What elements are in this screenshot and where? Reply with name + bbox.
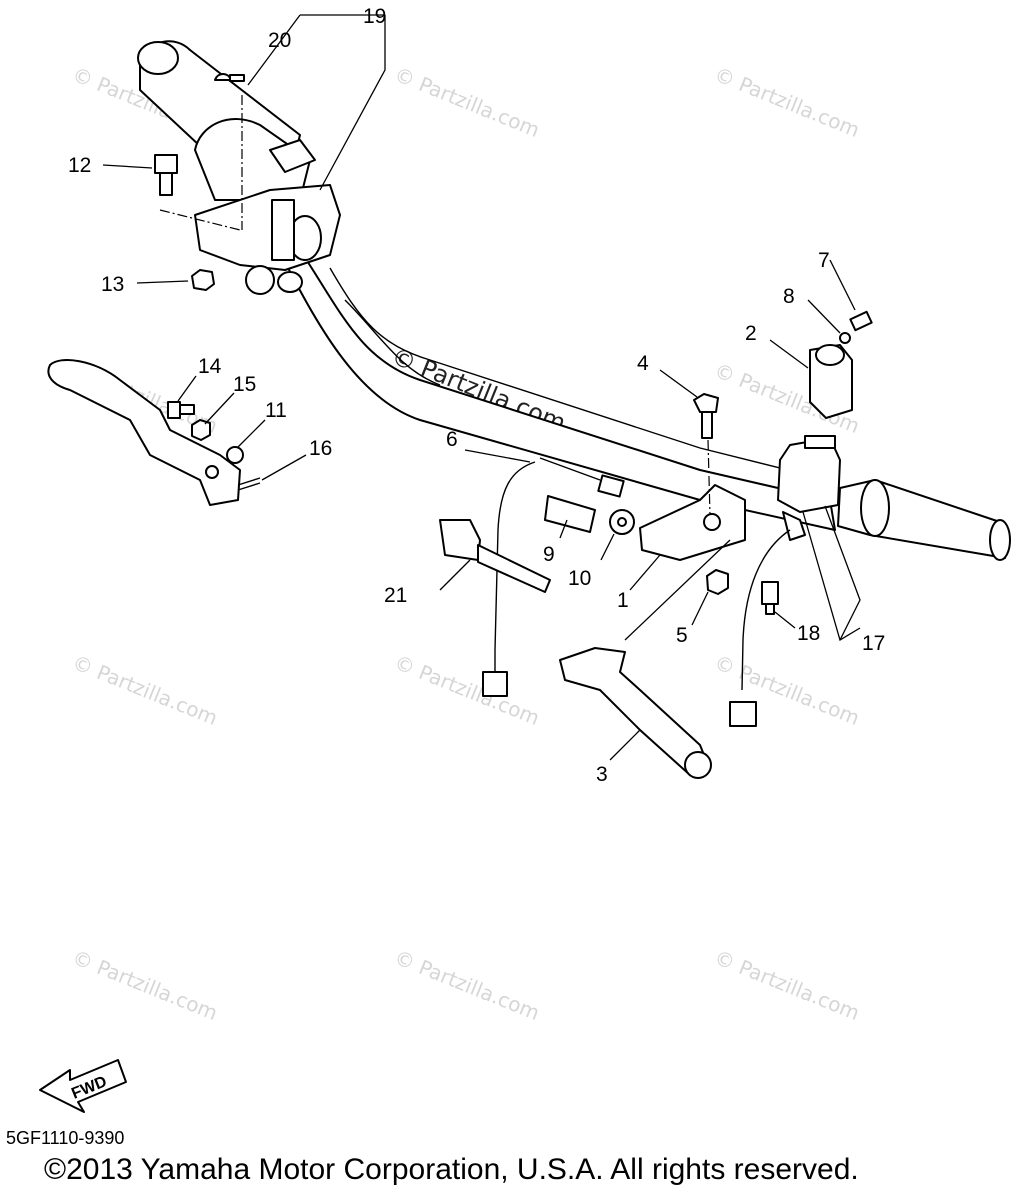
callout-20: 20 xyxy=(268,29,291,52)
handlebar xyxy=(284,249,836,531)
cable-6 xyxy=(482,457,625,697)
callout-1: 1 xyxy=(617,589,629,612)
callout-8: 8 xyxy=(783,285,795,308)
hardware xyxy=(154,73,873,615)
callout-9: 9 xyxy=(543,543,555,566)
left-grip xyxy=(137,40,316,201)
callout-14: 14 xyxy=(198,355,222,378)
left-lever xyxy=(47,359,244,506)
callout-6: 6 xyxy=(446,428,458,451)
callout-15: 15 xyxy=(233,373,256,396)
right-switch-17 xyxy=(777,435,841,541)
callout-18: 18 xyxy=(797,622,820,645)
callout-4: 4 xyxy=(637,352,649,375)
cable-17 xyxy=(729,529,791,727)
callout-11: 11 xyxy=(265,399,287,422)
callout-21: 21 xyxy=(384,584,407,607)
callout-2: 2 xyxy=(745,322,757,345)
leader-lines xyxy=(102,14,861,761)
bracket-1 xyxy=(639,484,746,561)
callout-19: 19 xyxy=(363,5,386,28)
diagram-code: 5GF1110-9390 xyxy=(6,1128,125,1148)
callout-13: 13 xyxy=(101,273,124,296)
callouts: 19 20 12 13 14 15 11 16 7 8 2 4 6 9 10 2… xyxy=(68,5,885,786)
callout-10: 10 xyxy=(568,567,591,590)
callout-3: 3 xyxy=(596,763,608,786)
callout-5: 5 xyxy=(676,624,688,647)
right-grip xyxy=(837,479,1011,561)
callout-12: 12 xyxy=(68,154,91,177)
callout-7: 7 xyxy=(818,249,830,272)
tie-strap xyxy=(439,519,551,593)
left-switch-assembly xyxy=(194,184,341,295)
clamp-2 xyxy=(809,344,853,419)
copyright-notice: ©2013 Yamaha Motor Corporation, U.S.A. A… xyxy=(44,1153,859,1186)
callout-16: 16 xyxy=(309,437,332,460)
right-lever xyxy=(559,647,712,779)
callout-17: 17 xyxy=(862,632,885,655)
fwd-arrow-icon: FWD xyxy=(39,1059,127,1113)
